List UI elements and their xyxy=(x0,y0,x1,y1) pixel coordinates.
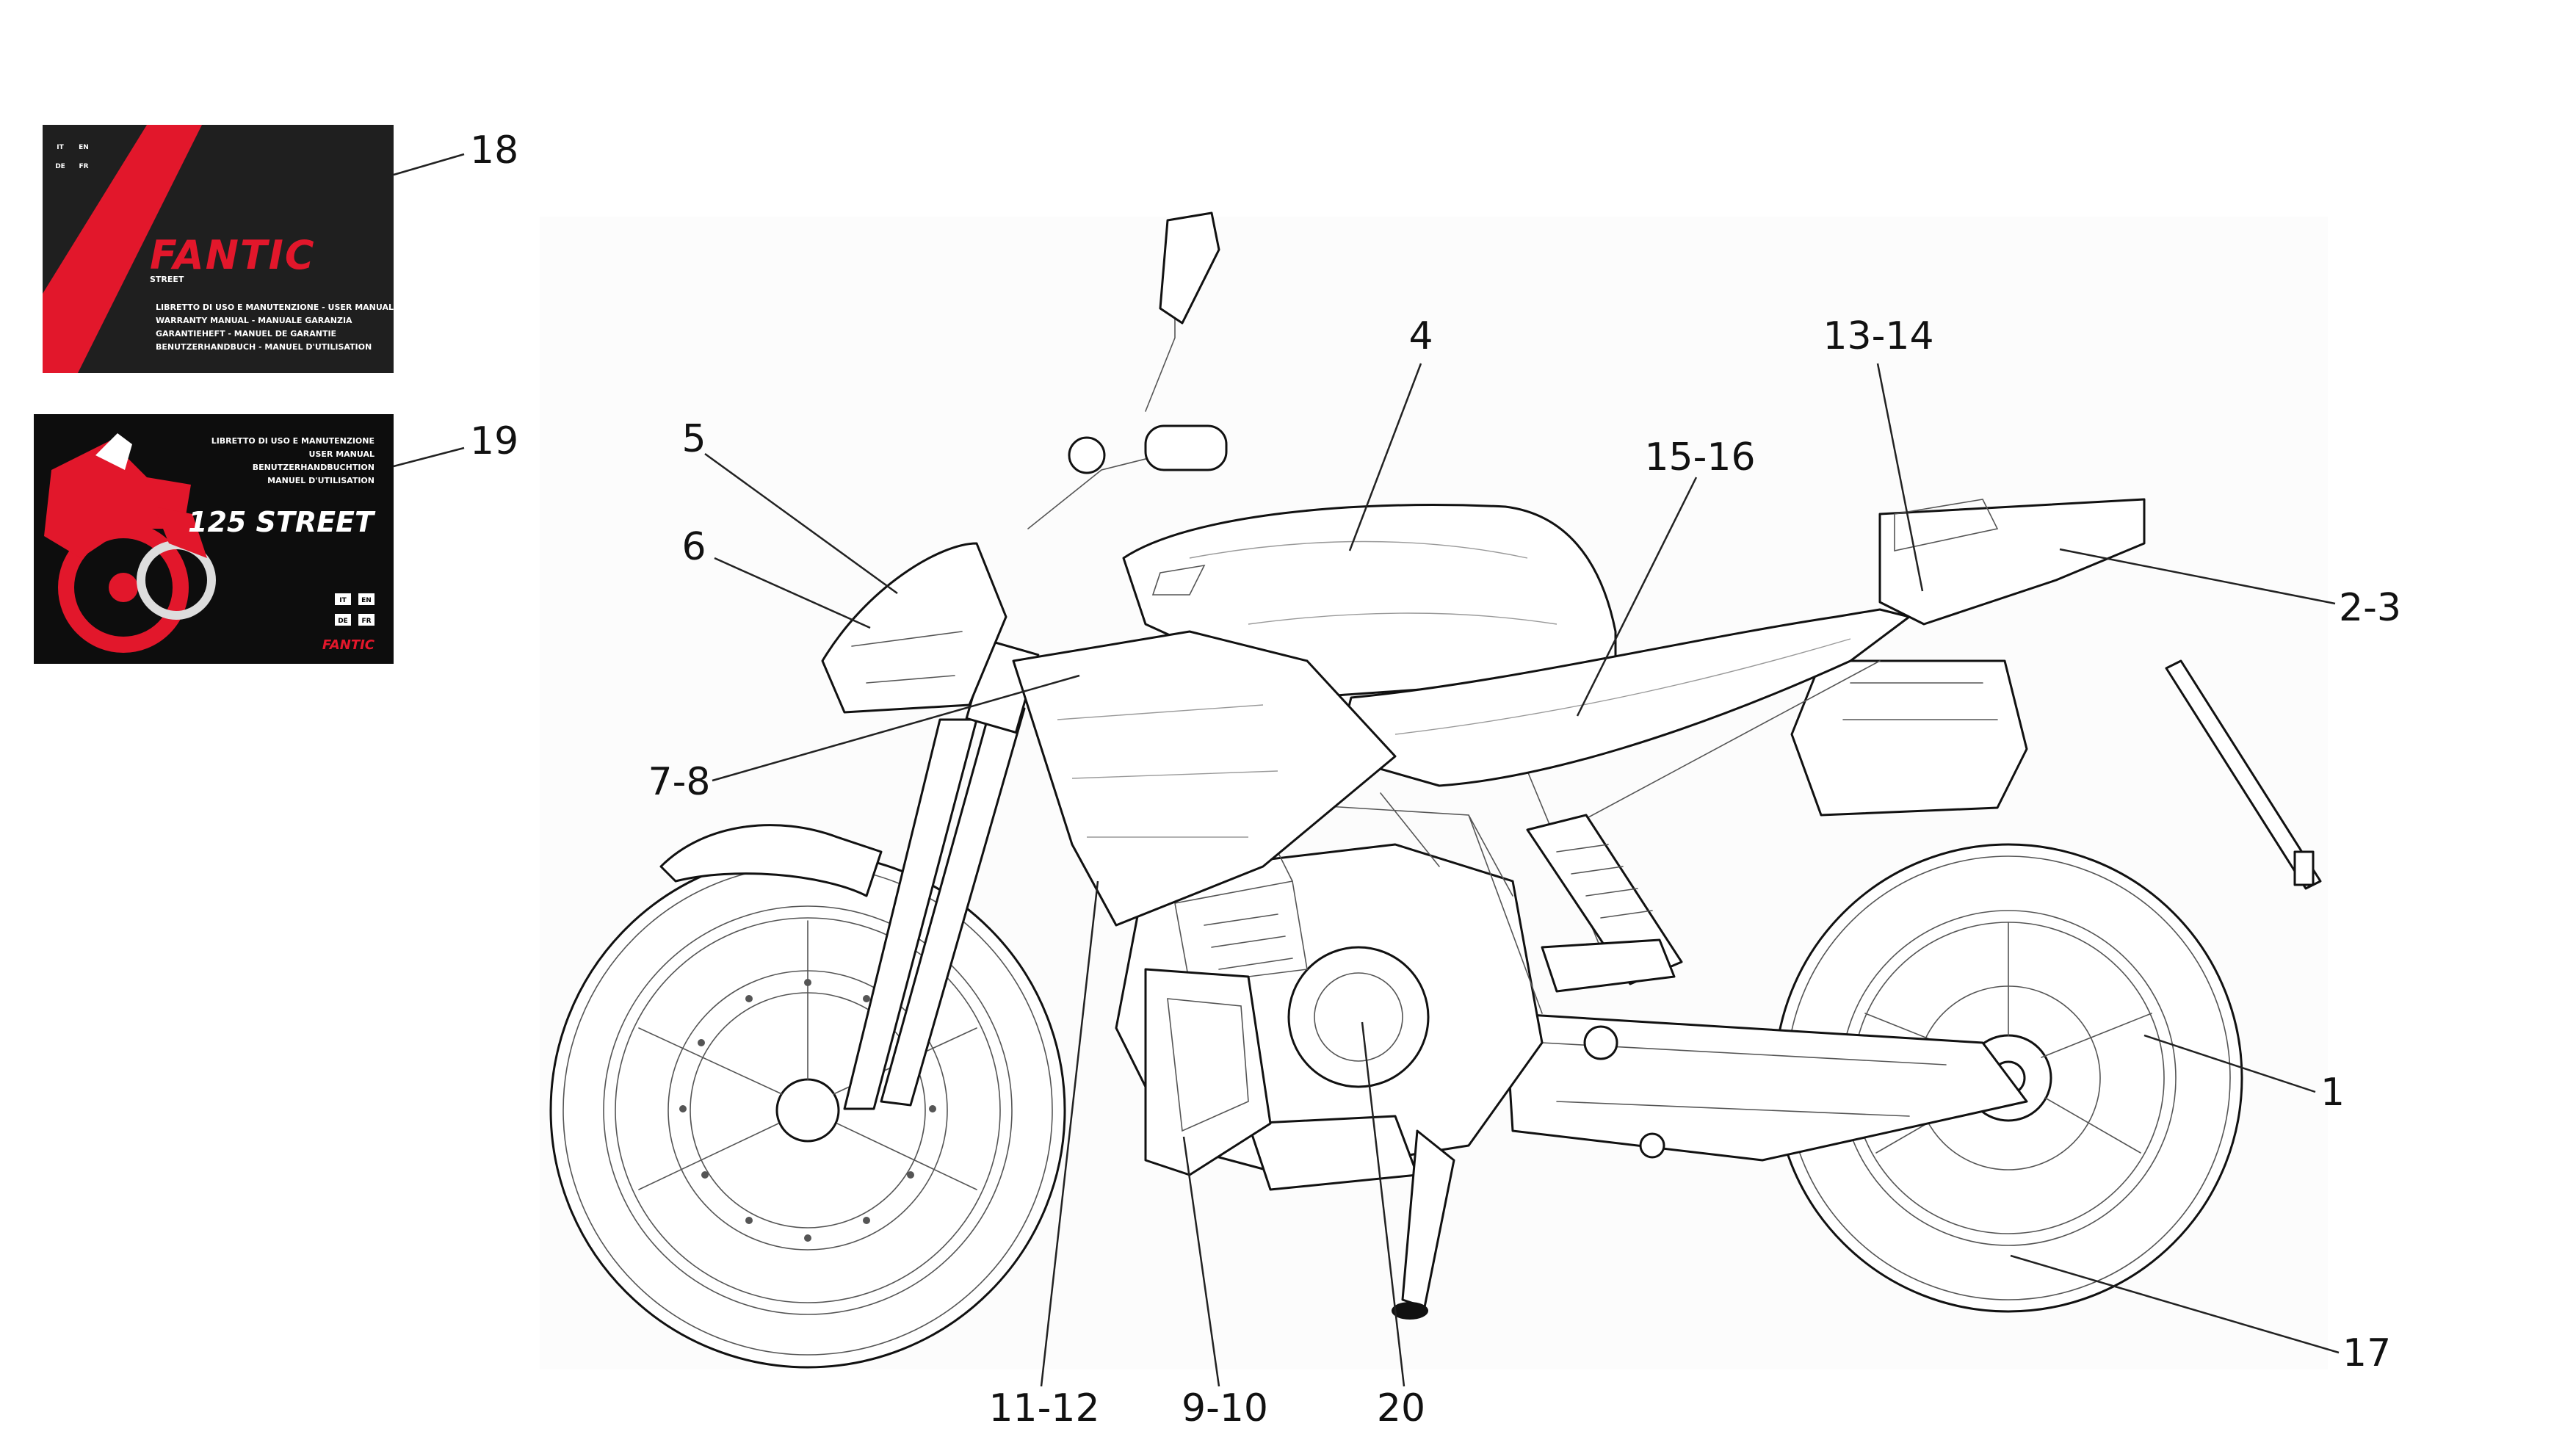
callout-labels: 1 2-3 4 5 6 7-8 9-10 11-12 13-14 15-16 1… xyxy=(470,129,2401,1430)
booklet-line: BENUTZERHANDBUCHTION xyxy=(253,463,375,472)
swingarm xyxy=(1504,1012,2028,1162)
front-wheel xyxy=(549,852,1066,1369)
booklet-model: STREET xyxy=(150,275,184,284)
headlight xyxy=(821,542,1007,714)
fantic-logo: FANTIC xyxy=(150,232,315,278)
lang-label: EN xyxy=(361,597,372,604)
callout-4: 4 xyxy=(1408,314,1433,358)
leader-20 xyxy=(1361,1021,1405,1387)
leader-11-12 xyxy=(1040,880,1099,1387)
booklet-line: MANUEL D'UTILISATION xyxy=(267,476,375,485)
booklet-line: WARRANTY MANUAL - MANUALE GARANZIA xyxy=(156,316,352,325)
handlebar-mirror xyxy=(1027,211,1228,529)
manual-booklet-19: LIBRETTO DI USO E MANUTENZIONE USER MANU… xyxy=(34,414,394,664)
leader-18 xyxy=(393,153,465,176)
belly-pan xyxy=(1144,968,1272,1176)
lang-label: DE xyxy=(55,163,65,170)
leader-17 xyxy=(2010,1254,2340,1354)
booklet-line: GARANTIEHEFT - MANUEL DE GARANTIE xyxy=(156,329,336,339)
leader-15-16 xyxy=(1576,477,1698,717)
plate-holder xyxy=(2165,659,2322,890)
lang-label: EN xyxy=(79,144,89,151)
front-fender xyxy=(659,824,883,897)
callout-19: 19 xyxy=(470,419,518,463)
callout-15-16: 15-16 xyxy=(1644,435,1755,480)
side-panel xyxy=(1012,630,1397,927)
booklet-line: BENUTZERHANDBUCH - MANUEL D'UTILISATION xyxy=(156,342,372,352)
lang-label: FR xyxy=(79,163,88,170)
rider-silhouette xyxy=(44,433,216,653)
leader-4 xyxy=(1348,363,1422,551)
tail-section xyxy=(1878,498,2146,626)
callout-6: 6 xyxy=(681,525,706,569)
callout-9-10: 9-10 xyxy=(1182,1386,1268,1430)
booklet-line: LIBRETTO DI USO E MANUTENZIONE xyxy=(211,436,375,446)
lang-label: IT xyxy=(339,597,347,604)
callout-7-8: 7-8 xyxy=(648,760,711,804)
leader-1 xyxy=(2143,1034,2316,1093)
language-grid: IT EN DE FR xyxy=(53,141,91,170)
callout-5: 5 xyxy=(681,417,706,461)
leader-2-3 xyxy=(2059,548,2336,605)
leader-13-14 xyxy=(1876,363,1924,592)
language-grid: IT EN DE FR xyxy=(335,593,375,626)
footpeg-bracket xyxy=(1541,938,1676,993)
lang-label: FR xyxy=(361,618,371,625)
manual-booklet-18: IT EN DE FR FANTIC STREET LIBRETTO DI US… xyxy=(43,125,394,373)
callout-2-3: 2-3 xyxy=(2339,586,2401,630)
motorcycle-drawing xyxy=(549,211,2322,1369)
leader-19 xyxy=(393,446,465,468)
silencer xyxy=(1790,659,2028,817)
booklet-line: LIBRETTO DI USO E MANUTENZIONE - USER MA… xyxy=(156,303,394,312)
booklet-model: 125 STREET xyxy=(188,506,376,538)
callout-20: 20 xyxy=(1377,1386,1425,1430)
callout-11-12: 11-12 xyxy=(988,1386,1099,1430)
stand-foot xyxy=(1392,1302,1428,1320)
leader-6 xyxy=(714,557,871,629)
lang-label: IT xyxy=(57,144,64,151)
callout-1: 1 xyxy=(2320,1071,2345,1115)
callout-13-14: 13-14 xyxy=(1823,314,1933,358)
lang-label: DE xyxy=(338,618,348,625)
booklet-line: USER MANUAL xyxy=(309,449,375,459)
leader-lines xyxy=(393,153,2340,1387)
leader-9-10 xyxy=(1182,1136,1220,1387)
callout-17: 17 xyxy=(2342,1331,2391,1375)
leader-7-8 xyxy=(712,674,1080,782)
leader-5 xyxy=(704,452,898,595)
fantic-logo: FANTIC xyxy=(322,637,375,653)
callout-18: 18 xyxy=(470,129,518,173)
